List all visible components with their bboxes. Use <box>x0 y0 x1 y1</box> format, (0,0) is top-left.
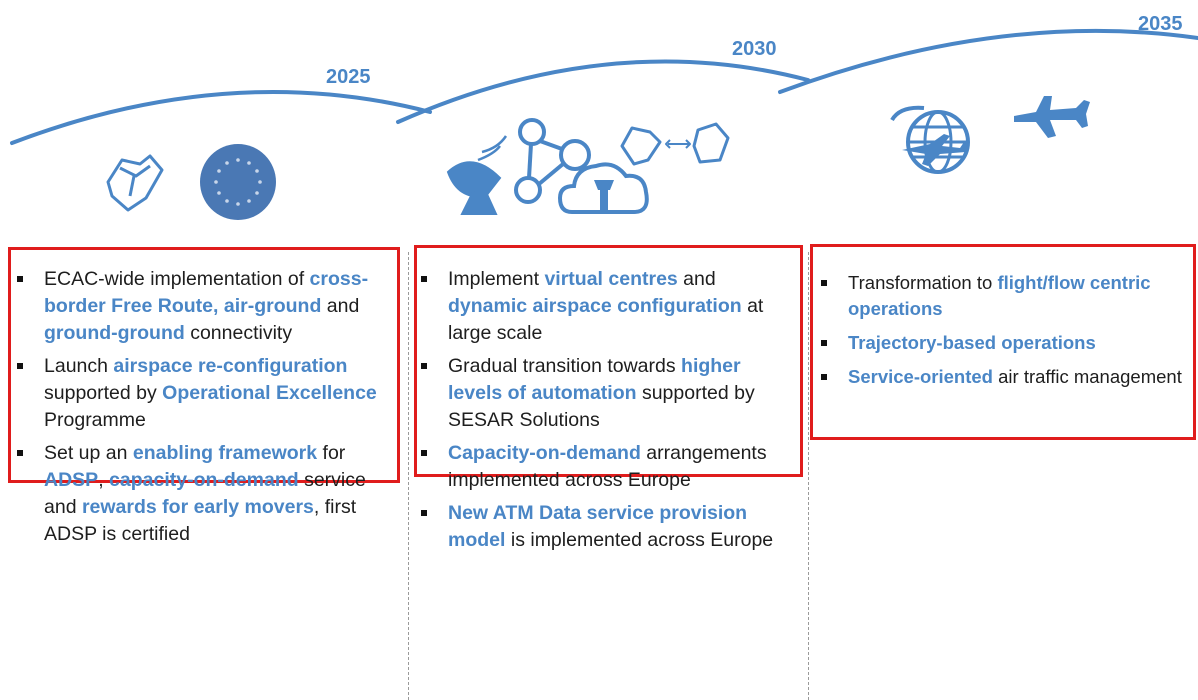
column-divider-2 <box>808 252 809 700</box>
highlighted-text: Capacity-on-demand <box>448 442 641 464</box>
bullet-text: Set up an <box>44 442 133 464</box>
bullet-text: and <box>321 295 360 317</box>
bullet-text: and <box>677 268 716 290</box>
bullet-item: Transformation to flight/flow centric op… <box>814 270 1194 322</box>
highlighted-text: ground-ground <box>44 322 185 344</box>
highlighted-text: rewards for early movers <box>81 496 314 518</box>
bullet-item: Set up an enabling framework for ADSP, c… <box>10 440 390 548</box>
bullet-text: Transformation to <box>848 272 998 293</box>
globe-airplane-icon <box>890 105 970 174</box>
bullet-text: arrangements implemented across Europe <box>448 442 767 491</box>
bullet-text: supported by SESAR Solutions <box>448 382 755 431</box>
bullet-text: air traffic management <box>992 366 1182 387</box>
highlighted-text: flight/flow centric operations <box>848 272 1151 319</box>
highlighted-text: capacity-on-demand <box>109 469 299 491</box>
column-2025: ECAC-wide implementation of cross-border… <box>10 266 390 554</box>
bullet-text: Gradual transition towards <box>448 355 682 377</box>
column-divider-1 <box>408 252 409 700</box>
bullet-text: connectivity <box>184 322 293 344</box>
milestone-2025: 2025 <box>326 66 371 88</box>
airplane-icon <box>1014 96 1090 138</box>
bullet-item: New ATM Data service provision model is … <box>414 500 796 554</box>
bullet-item: Gradual transition towards higher levels… <box>414 353 796 434</box>
bullet-item: Service-oriented air traffic management <box>814 364 1194 390</box>
bullet-text: is implemented across Europe <box>505 529 774 551</box>
bullet-text: service and <box>44 469 366 518</box>
milestone-2030: 2030 <box>732 38 777 60</box>
highlighted-text: higher levels of automation <box>448 355 741 404</box>
highlighted-text: enabling framework <box>132 442 318 464</box>
bullet-item: Implement virtual centres and dynamic ai… <box>414 266 796 347</box>
milestone-2035: 2035 <box>1138 13 1183 35</box>
column-2035: Transformation to flight/flow centric op… <box>814 270 1194 398</box>
highlighted-text: cross-border Free Route, air-ground <box>44 268 369 317</box>
bullet-text: at large scale <box>448 295 764 344</box>
bullet-text: Implement <box>448 268 545 290</box>
bullet-text: , <box>98 469 110 491</box>
highlighted-text: airspace re-configuration <box>113 355 348 377</box>
highlighted-text: dynamic airspace configuration <box>448 295 742 317</box>
globe-plane-silhouette <box>902 134 968 166</box>
bullet-item: Launch airspace re-configuration support… <box>10 353 390 434</box>
highlight-box-2035 <box>810 244 1196 440</box>
bullet-text: Programme <box>44 409 146 431</box>
bullet-item: Trajectory-based operations <box>814 330 1194 356</box>
cloud-control-tower-icon <box>557 162 649 214</box>
timeline-arc-2025 <box>10 89 432 145</box>
highlighted-text: Operational Excellence <box>162 382 377 404</box>
highlighted-text: New ATM Data service provision model <box>448 502 748 551</box>
bullet-text: for <box>317 442 346 464</box>
bullet-item: Capacity-on-demand arrangements implemen… <box>414 440 796 494</box>
column-2030: Implement virtual centres and dynamic ai… <box>414 266 796 560</box>
highlight-box-2025 <box>8 247 400 483</box>
timeline-arc-2030 <box>396 59 810 124</box>
timeline-arc-2035 <box>778 28 1198 94</box>
bullet-text: Launch <box>44 355 114 377</box>
bullet-item: ECAC-wide implementation of cross-border… <box>10 266 390 347</box>
airspace-blocks-icon <box>106 154 164 212</box>
eu-flag-icon <box>200 144 276 220</box>
highlighted-text: ADSP <box>44 469 99 491</box>
highlighted-text: Trajectory-based operations <box>848 332 1096 353</box>
highlighted-text: virtual centres <box>544 268 678 290</box>
bullet-text: supported by <box>44 382 163 404</box>
bullet-list-2025: ECAC-wide implementation of cross-border… <box>10 266 390 548</box>
airspace-exchange-icon <box>620 122 730 166</box>
network-nodes-icon <box>514 118 591 204</box>
bullet-text: , first ADSP is certified <box>44 496 357 545</box>
bullet-text: ECAC-wide implementation of <box>44 268 310 290</box>
bullet-list-2030: Implement virtual centres and dynamic ai… <box>414 266 796 554</box>
highlight-box-2030 <box>414 245 803 477</box>
bullet-list-2035: Transformation to flight/flow centric op… <box>814 270 1194 390</box>
satellite-dish-icon <box>446 135 508 215</box>
highlighted-text: Service-oriented <box>848 366 993 387</box>
